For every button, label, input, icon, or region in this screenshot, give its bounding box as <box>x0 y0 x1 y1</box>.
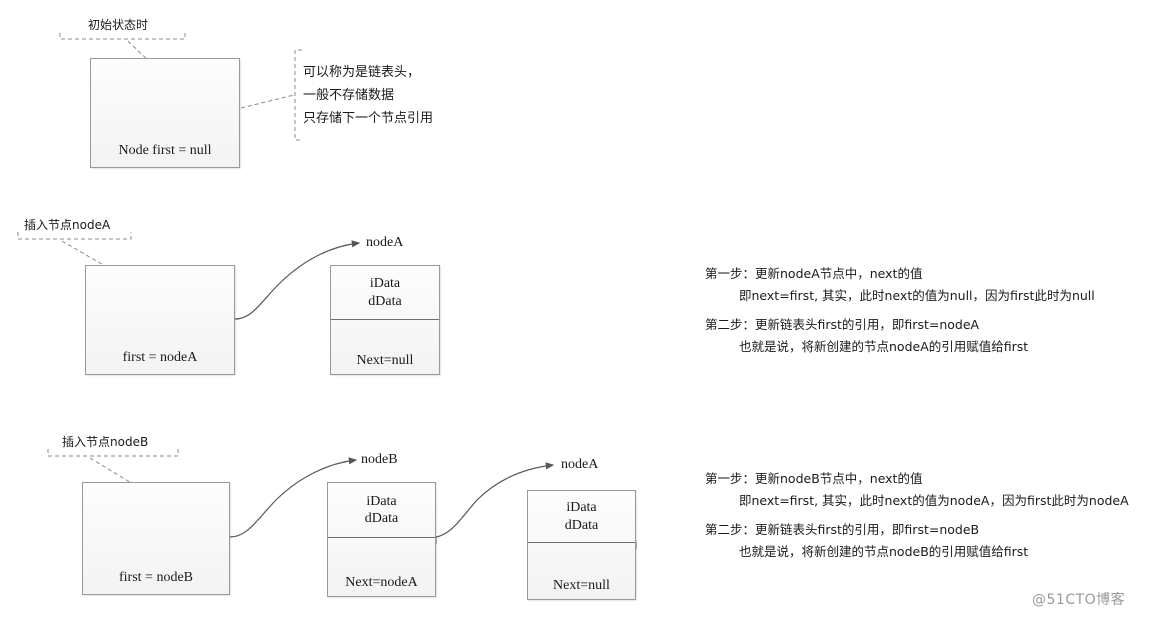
step2-head-nodeA: 第二步：更新链表头first的引用，即first=nodeA <box>705 317 980 332</box>
pointer-label-nodeB-row3: nodeB <box>361 452 398 467</box>
bracket-insert-nodeA <box>17 232 132 240</box>
node-nodeA-row3-data-line1: iData <box>566 500 597 515</box>
node-nodeA-row2-data-line1: iData <box>369 276 401 291</box>
pointer-label-nodeA-row2: nodeA <box>366 235 404 250</box>
node-box-nodeA-row3[interactable]: iData dData Next=null <box>527 490 636 600</box>
step1-head-nodeA: 第一步：更新nodeA节点中，next的值 <box>705 266 923 281</box>
steps-insert-nodeA: 第一步：更新nodeA节点中，next的值 即next=first, 其实，此时… <box>705 266 1095 354</box>
callout-head-line-3: 只存储下一个节点引用 <box>303 111 434 126</box>
tag-insert-nodeA: 插入节点nodeA <box>24 218 111 232</box>
node-box-nodeB-row3[interactable]: iData dData Next=nodeA <box>327 482 436 597</box>
node-nodeB-row3-next: Next=nodeA <box>345 574 418 590</box>
step2-body-nodeB: 也就是说，将新创建的节点nodeB的引用赋值给first <box>739 543 1029 559</box>
bracket-insert-nodeB <box>47 449 179 457</box>
node-nodeA-row3-data: iData dData <box>528 491 635 543</box>
step2-body-nodeA: 也就是说，将新创建的节点nodeA的引用赋值给first <box>739 338 1029 354</box>
pointer-label-nodeA-row3: nodeA <box>561 457 599 472</box>
node-nodeA-row3-data-line2: dData <box>564 517 599 533</box>
node-nodeA-row2-next: Next=null <box>356 352 414 368</box>
node-nodeB-row3-data: iData dData <box>328 483 435 538</box>
step2-head-nodeB: 第二步：更新链表头first的引用，即first=nodeB <box>705 522 980 537</box>
head-box-initial[interactable]: Node first = null <box>90 58 240 168</box>
watermark: @51CTO博客 <box>1032 592 1126 608</box>
node-nodeA-row3-next: Next=null <box>553 577 610 593</box>
node-box-nodeA-row2[interactable]: iData dData Next=null <box>330 265 440 375</box>
head-box-nodeA-state[interactable]: first = nodeA <box>85 265 235 375</box>
head-box-nodeA-state-label: first = nodeA <box>122 350 198 365</box>
callout-head-line-1: 可以称为是链表头， <box>303 65 421 80</box>
bracket-initial-state <box>59 33 186 40</box>
step1-body-nodeB: 即next=first, 其实，此时next的值为nodeA，因为first此时… <box>739 492 1129 508</box>
steps-insert-nodeB: 第一步：更新nodeB节点中，next的值 即next=first, 其实，此时… <box>705 471 1129 559</box>
node-nodeB-row3-data-line1: iData <box>366 493 397 509</box>
node-nodeA-row2-data: iData dData <box>331 266 439 320</box>
step1-body-nodeA: 即next=first, 其实，此时next的值为null，因为first此时为… <box>739 287 1095 303</box>
node-nodeB-row3-data-line2: dData <box>364 511 399 526</box>
node-nodeA-row2-data-line2: dData <box>368 293 402 309</box>
head-box-nodeB-state[interactable]: first = nodeB <box>82 482 230 595</box>
step1-head-nodeB: 第一步：更新nodeB节点中，next的值 <box>705 471 923 486</box>
tag-initial-state: 初始状态时 <box>88 18 149 32</box>
tag-insert-nodeB: 插入节点nodeB <box>62 435 149 449</box>
head-box-nodeB-state-label: first = nodeB <box>119 570 193 585</box>
leader-callout-head <box>240 94 295 109</box>
bracket-callout-head <box>294 49 302 141</box>
callout-head-line-2: 一般不存储数据 <box>303 88 395 103</box>
head-box-initial-label: Node first = null <box>118 143 212 158</box>
